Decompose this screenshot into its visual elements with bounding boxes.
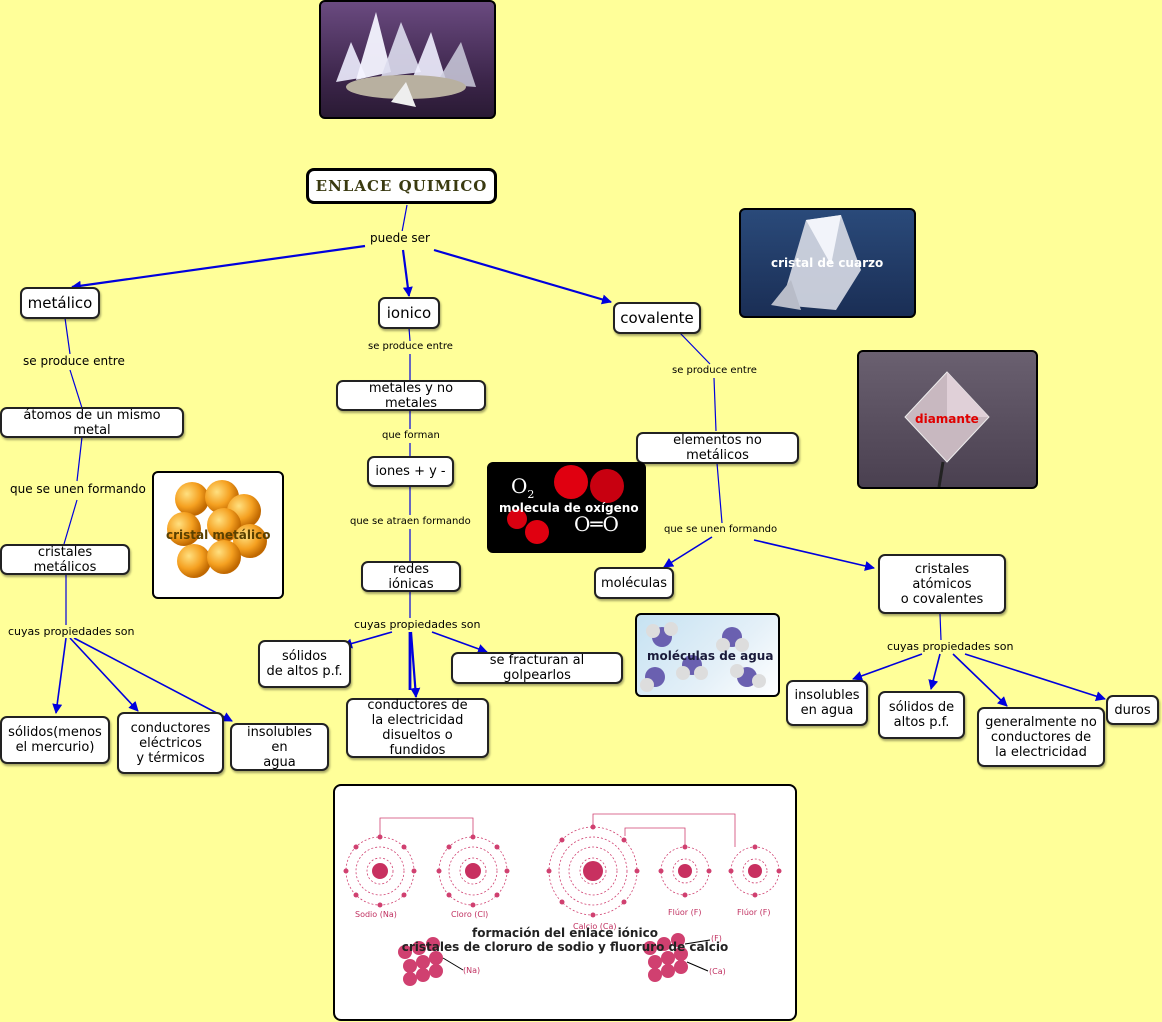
crystal-photo: [319, 0, 496, 119]
node-duros: duros: [1106, 695, 1159, 725]
node-cristales-metalicos: cristales metálicos: [0, 544, 130, 575]
node-metales-no-metales: metales y no metales: [336, 380, 486, 411]
o-double-bond: O═O: [574, 512, 619, 536]
node-insolubles-metal: insolubles en agua: [230, 723, 329, 771]
caption-cuarzo: cristal de cuarzo: [771, 256, 884, 270]
label-ionico-forman: que forman: [380, 430, 442, 441]
node-solidos-covalente: sólidos de altos p.f.: [878, 691, 965, 739]
water-molecules-image: moléculas de agua: [635, 613, 780, 697]
label-puede-ser: puede ser: [368, 231, 432, 245]
label-cov-unen: que se unen formando: [662, 524, 780, 535]
node-moleculas: moléculas: [594, 567, 674, 599]
quartz-image: cristal de cuarzo: [739, 208, 916, 318]
oxygen-molecule-image: O2 O═O molecula de oxígeno: [487, 462, 646, 553]
node-elementos-no-metalicos: elementos no metálicos: [636, 432, 799, 464]
node-se-fracturan: se fracturan al golpearlos: [451, 652, 623, 684]
line-root-puede: [401, 204, 408, 233]
caption-ionic-subtitle: cristales de cloruro de sodio y fluoruro…: [401, 940, 729, 954]
caption-cristal-metalico: cristal metálico: [166, 528, 271, 542]
diamond-image: diamante: [857, 350, 1038, 489]
node-solidos-altos-pf: sólidos de altos p.f.: [258, 640, 351, 688]
node-metalico: metálico: [20, 287, 100, 319]
label-ionico-atraen: que se atraen formando: [348, 516, 473, 527]
arrow-ionico: [401, 249, 413, 297]
label-cov-prop: cuyas propiedades son: [885, 640, 1016, 653]
node-covalente: covalente: [613, 302, 701, 334]
node-ionico: ionico: [378, 297, 440, 329]
node-insolubles-covalente: insolubles en agua: [786, 680, 868, 726]
label-na-tag: (Na): [463, 966, 481, 975]
node-no-conductores: generalmente no conductores de la electr…: [977, 707, 1105, 767]
caption-ionic-title: formación del enlace iónico: [472, 926, 658, 940]
caption-agua: moléculas de agua: [647, 649, 774, 663]
label-metalico-unen: que se unen formando: [8, 482, 148, 496]
node-atomos-mismo-metal: átomos de un mismo metal: [0, 407, 184, 438]
label-fluor-1: Flúor (F): [668, 908, 702, 917]
label-fluor-2: Flúor (F): [737, 908, 771, 917]
node-conductores-electricos: conductores eléctricos y térmicos: [117, 712, 224, 774]
label-f-tag: (F): [711, 934, 722, 943]
node-cristales-atomicos: cristales atómicos o covalentes: [878, 554, 1006, 614]
root-node-enlace-quimico: ENLACE QUIMICO: [306, 168, 497, 204]
caption-oxigeno: molecula de oxígeno: [499, 501, 639, 515]
arrow-covalente: [433, 248, 612, 305]
label-ca-tag: (Ca): [709, 967, 726, 976]
ionic-bond-formation-image: Sodio (Na) Cloro (Cl) Calcio (Ca) Flúor …: [333, 784, 797, 1021]
label-metalico-produce: se produce entre: [21, 354, 127, 368]
label-ionico-prop: cuyas propiedades son: [352, 618, 483, 631]
node-solidos-menos-mercurio: sólidos(menos el mercurio): [0, 716, 110, 764]
label-calcio: Calcio (Ca): [573, 922, 617, 931]
label-cloro: Cloro (Cl): [451, 910, 489, 919]
caption-diamante: diamante: [915, 412, 979, 426]
label-ionico-produce: se produce entre: [366, 341, 455, 352]
label-sodio: Sodio (Na): [355, 910, 397, 919]
o2-formula: O2: [511, 474, 535, 501]
metallic-crystal-image: cristal metálico: [152, 471, 284, 599]
label-cov-produce: se produce entre: [670, 365, 759, 376]
node-redes-ionicas: redes iónicas: [361, 561, 461, 592]
node-conductores-fundidos: conductores de la electricidad disueltos…: [346, 698, 489, 758]
label-metalico-prop: cuyas propiedades son: [6, 625, 137, 638]
node-iones: iones + y -: [367, 456, 454, 487]
arrow-metalico: [71, 244, 366, 291]
